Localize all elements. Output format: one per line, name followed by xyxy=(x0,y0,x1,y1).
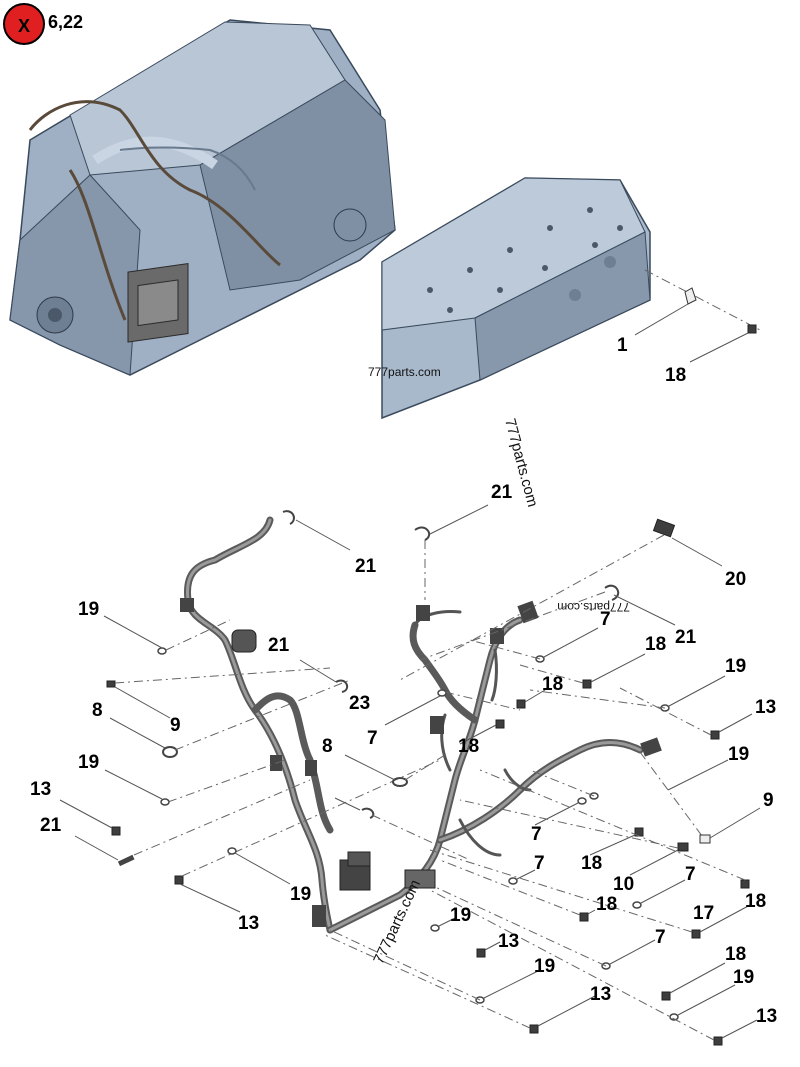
callout-7: 7 xyxy=(600,609,611,630)
bolt-part-9-b xyxy=(699,834,711,844)
callout-13: 13 xyxy=(756,1006,777,1027)
reference-label: 6,22 xyxy=(48,12,83,32)
clip-part-21-d xyxy=(335,679,349,693)
connector-part-20 xyxy=(652,518,676,538)
washer-part-19-a xyxy=(157,647,167,655)
wiring-harness xyxy=(180,516,662,934)
nut-part-13-g xyxy=(713,1036,723,1046)
callout-13: 13 xyxy=(755,697,776,718)
callout-19: 19 xyxy=(733,967,754,988)
callout-18: 18 xyxy=(596,894,617,915)
washer-part-19-b xyxy=(160,798,170,806)
callout-21: 21 xyxy=(491,482,513,503)
callout-7: 7 xyxy=(534,853,545,874)
watermark-mirrored: 777parts.com xyxy=(557,600,630,614)
tie-part-21 xyxy=(117,854,135,867)
bracket-part-1 xyxy=(684,287,697,305)
clip-part-21-c xyxy=(604,584,620,601)
nut-part-13-c xyxy=(710,730,720,740)
washer-part-19-c xyxy=(227,847,237,855)
callout-13: 13 xyxy=(498,931,519,952)
callout-19: 19 xyxy=(290,884,311,905)
callout-19: 19 xyxy=(725,656,746,677)
nut-part-13-b xyxy=(174,875,184,885)
callout-13: 13 xyxy=(238,913,259,934)
callout-8: 8 xyxy=(92,700,103,721)
callout-18: 18 xyxy=(745,891,766,912)
washer-part-7-d xyxy=(508,877,518,885)
spacer-part-10 xyxy=(677,842,689,852)
washer-part-7-a xyxy=(437,689,447,697)
callout-21: 21 xyxy=(355,556,377,577)
callout-19: 19 xyxy=(534,956,555,977)
clip-part-21-b xyxy=(414,526,431,541)
bolt-part-18-e xyxy=(579,912,589,922)
callout-21: 21 xyxy=(40,815,62,836)
bolt-part-18-f xyxy=(661,991,671,1001)
callout-8: 8 xyxy=(322,736,333,757)
callout-19: 19 xyxy=(450,905,471,926)
callout-23: 23 xyxy=(349,693,370,714)
washer-part-7-e xyxy=(632,901,642,909)
bolt-part-18-top xyxy=(747,324,757,334)
clip-part-8-a xyxy=(162,746,178,758)
washer-part-7-c xyxy=(577,797,587,805)
callout-13: 13 xyxy=(30,779,51,800)
callout-18: 18 xyxy=(458,736,479,757)
watermark-upper: 777parts.com xyxy=(368,365,441,379)
callout-7: 7 xyxy=(367,728,378,749)
callout-21: 21 xyxy=(268,635,290,656)
clip-part-8-b xyxy=(392,777,408,787)
clip-part-8-c xyxy=(361,807,375,819)
callout-17: 17 xyxy=(693,903,714,924)
callout-7: 7 xyxy=(655,927,666,948)
callout-7: 7 xyxy=(531,824,542,845)
nut-part-13-a xyxy=(111,826,121,836)
callout-18: 18 xyxy=(581,853,602,874)
remove-symbol: X xyxy=(18,16,30,36)
nut-part-13-e xyxy=(476,948,486,958)
cylinder-head-detail xyxy=(381,177,651,420)
callout-19: 19 xyxy=(78,752,99,773)
bolt-part-17 xyxy=(691,929,701,939)
callout-18: 18 xyxy=(645,634,666,655)
callout-19: 19 xyxy=(78,599,99,620)
callout-18: 18 xyxy=(665,365,686,386)
callout-10: 10 xyxy=(613,874,634,895)
washer-part-19-g xyxy=(669,1013,679,1021)
callout-9: 9 xyxy=(170,715,181,736)
callout-18: 18 xyxy=(542,674,563,695)
nut-part-13-f xyxy=(529,1024,539,1034)
callout-9: 9 xyxy=(763,790,774,811)
callout-18: 18 xyxy=(725,944,746,965)
bolt-part-18-mid xyxy=(495,719,505,729)
callout-13: 13 xyxy=(590,984,611,1005)
callout-19: 19 xyxy=(728,744,749,765)
remove-badge: X xyxy=(3,3,45,45)
clip-part-21-a xyxy=(282,510,295,525)
engine-block-illustration xyxy=(9,19,396,376)
callout-21: 21 xyxy=(675,627,697,648)
callout-1: 1 xyxy=(617,335,628,356)
bolt-part-9-a xyxy=(106,680,116,688)
bolt-part-18-b xyxy=(582,679,592,689)
washer-part-19-e xyxy=(430,924,440,932)
callout-labels: 1 18 21 21 20 19 7 18 21 21 18 19 8 9 23… xyxy=(30,335,777,1027)
nut-part-13-d xyxy=(740,879,750,889)
bolt-part-18-c xyxy=(516,699,526,709)
callout-7: 7 xyxy=(685,864,696,885)
callout-20: 20 xyxy=(725,569,746,590)
watermark-lower: 777parts.com xyxy=(370,877,424,967)
